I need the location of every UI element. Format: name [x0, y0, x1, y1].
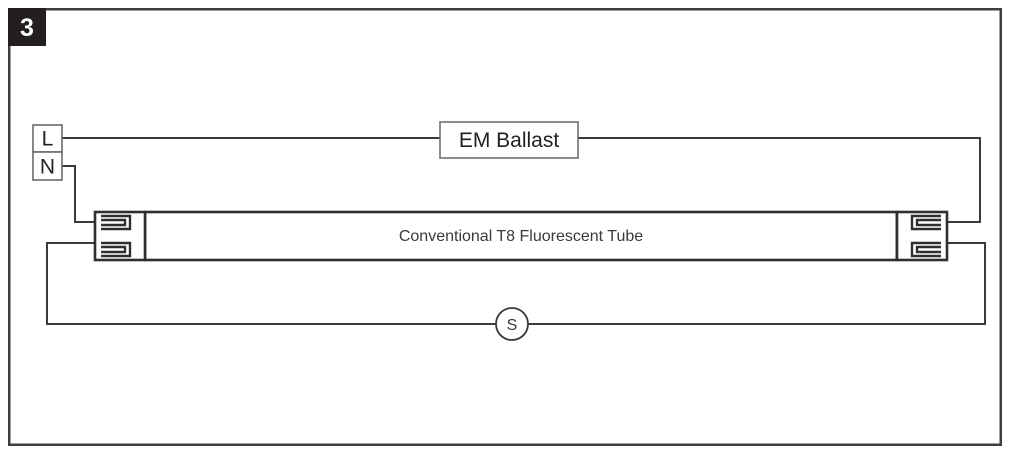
- starter-circle: [495, 307, 529, 341]
- lampholder-left-pin-lower-inner: [101, 245, 127, 254]
- lampholder-left-pin-upper-inner: [101, 218, 127, 227]
- lampholder-right-pin-upper: [910, 214, 941, 231]
- starter-component: S: [495, 307, 529, 341]
- terminal-neutral-box: [32, 151, 63, 181]
- wire-neutral-to-left-upper-pin: [61, 165, 96, 223]
- lampholder-right: [895, 210, 949, 262]
- em-ballast-component: EM Ballast: [439, 121, 579, 159]
- lampholder-right-pin-lower-inner: [915, 245, 941, 254]
- em-ballast-label: EM Ballast: [459, 129, 560, 152]
- figure-border: [8, 8, 1002, 446]
- fluorescent-tube-component: Conventional T8 Fluorescent Tube: [143, 210, 899, 262]
- figure-number-badge: 3: [8, 8, 46, 46]
- wiring-layer: [46, 137, 986, 325]
- starter-label: S: [507, 317, 518, 334]
- wire-ballast-to-right-upper-pin: [577, 137, 981, 223]
- badge-number: 3: [20, 14, 34, 42]
- em-ballast-box: [439, 121, 579, 159]
- wire-left-lower-pin-to-starter: [46, 242, 497, 325]
- badge-background: [8, 8, 46, 46]
- terminal-live-label: L: [42, 128, 54, 151]
- lampholder-left: [93, 210, 147, 262]
- supply-terminals: L N: [32, 124, 63, 181]
- lampholder-right-pin-lower: [910, 241, 941, 258]
- lampholder-left-pin-upper: [101, 214, 132, 231]
- wire-starter-to-right-lower-pin: [527, 242, 986, 325]
- lampholder-right-pin-upper-inner: [915, 218, 941, 227]
- terminal-neutral-label: N: [40, 156, 55, 179]
- lampholder-left-pin-lower: [101, 241, 132, 258]
- tube-label: Conventional T8 Fluorescent Tube: [399, 228, 643, 245]
